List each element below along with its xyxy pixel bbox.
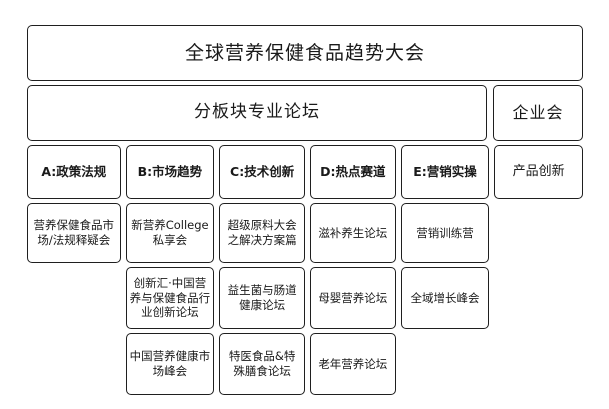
track-column-product-innovation: 产品创新 (494, 145, 584, 199)
track-column-d: D:热点赛道 滋补养生论坛 母婴营养论坛 老年营养论坛 (309, 145, 396, 395)
forum-item[interactable]: 母婴营养论坛 (309, 267, 396, 329)
sectional-forum-title: 分板块专业论坛 (27, 85, 487, 141)
track-column-a: A:政策法规 营养保健食品市场/法规释疑会 (27, 145, 121, 263)
track-grid: A:政策法规 营养保健食品市场/法规释疑会 B:市场趋势 新营养College私… (27, 145, 584, 395)
enterprise-session-title: 企业会 (493, 85, 583, 141)
forum-item[interactable]: 新营养College私享会 (125, 203, 215, 263)
band-row: 分板块专业论坛 企业会 (27, 85, 583, 141)
track-column-e: E:营销实操 营销训练营 全域增长峰会 (400, 145, 490, 329)
forum-item[interactable]: 全域增长峰会 (400, 267, 490, 329)
forum-item[interactable]: 滋补养生论坛 (309, 203, 396, 263)
forum-item[interactable]: 创新汇·中国营养与保健食品行业创新论坛 (125, 267, 215, 329)
forum-item[interactable]: 中国营养健康市场峰会 (125, 333, 215, 395)
track-header-a[interactable]: A:政策法规 (27, 145, 121, 199)
forum-item[interactable]: 营销训练营 (400, 203, 490, 263)
forum-item[interactable]: 益生菌与肠道健康论坛 (219, 267, 305, 329)
track-header-b[interactable]: B:市场趋势 (125, 145, 215, 199)
forum-item[interactable]: 老年营养论坛 (309, 333, 396, 395)
forum-item[interactable]: 特医食品&特殊膳食论坛 (219, 333, 305, 395)
track-header-e[interactable]: E:营销实操 (400, 145, 490, 199)
title-row: 全球营养保健食品趋势大会 (27, 25, 583, 81)
track-column-c: C:技术创新 超级原料大会之解决方案篇 益生菌与肠道健康论坛 特医食品&特殊膳食… (219, 145, 305, 395)
track-column-b: B:市场趋势 新营养College私享会 创新汇·中国营养与保健食品行业创新论坛… (125, 145, 215, 395)
track-header-product-innovation[interactable]: 产品创新 (494, 145, 584, 199)
forum-item[interactable]: 营养保健食品市场/法规释疑会 (27, 203, 121, 263)
track-header-d[interactable]: D:热点赛道 (309, 145, 396, 199)
conference-main-title: 全球营养保健食品趋势大会 (27, 25, 583, 81)
track-header-c[interactable]: C:技术创新 (219, 145, 305, 199)
forum-item[interactable]: 超级原料大会之解决方案篇 (219, 203, 305, 263)
